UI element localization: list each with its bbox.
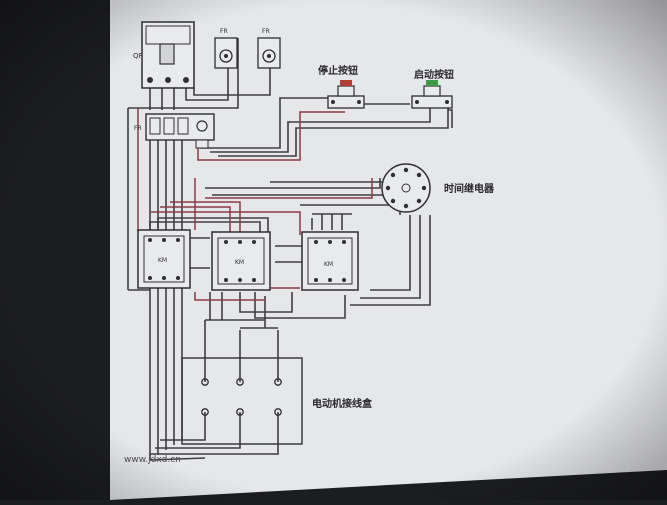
start-button (411, 80, 453, 109)
stop-button-label: 停止按钮 (318, 64, 358, 77)
thermal-relay-fr-right (257, 37, 281, 69)
thermal-relay-fr-left (214, 37, 238, 69)
stop-button (327, 80, 365, 109)
contactor-km2 (211, 231, 271, 291)
motor-box-label: 电动机接线盒 (312, 397, 373, 410)
km3-label: KM (324, 261, 333, 268)
wires-dark (127, 38, 453, 461)
time-relay-label: 时间继电器 (444, 182, 495, 195)
time-relay (381, 163, 431, 213)
motor-terminal-box (181, 357, 303, 445)
km1-label: KM (158, 257, 167, 264)
contactor-km3 (301, 231, 359, 291)
wires-red (137, 108, 373, 301)
watermark-text: www.jdxd.cn (124, 455, 181, 465)
contactor-km1 (137, 229, 191, 289)
fr-label-left: FR (220, 28, 228, 35)
thermal-overload-block (145, 113, 215, 149)
km2-label: KM (235, 259, 244, 266)
fr-label-right: FR (262, 28, 270, 35)
start-button-label: 启动按钮 (414, 68, 454, 81)
qf-label: QF (133, 52, 143, 60)
fr-side-label: FR (134, 125, 142, 132)
circuit-breaker-qf (141, 21, 195, 89)
